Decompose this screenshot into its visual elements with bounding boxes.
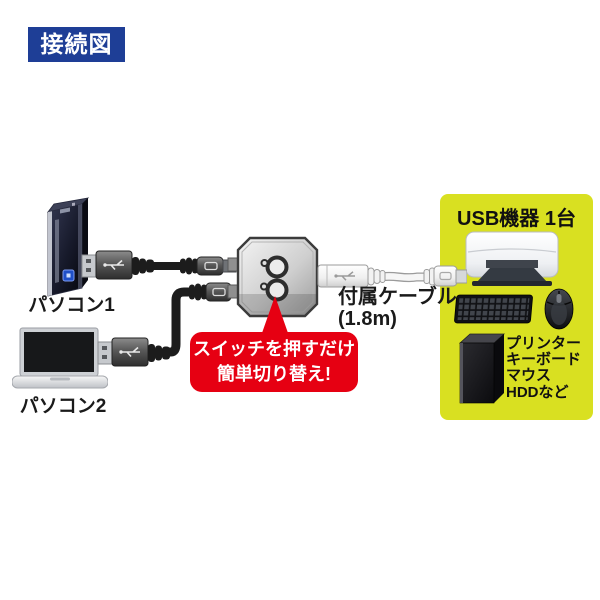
usb-a-metal-tip [81, 254, 97, 278]
usb-trident-icon [334, 271, 355, 281]
mouse-icon [544, 288, 574, 330]
hdd-icon [458, 333, 506, 404]
device-item: プリンター [506, 335, 582, 352]
usb-trident-icon [119, 346, 140, 358]
cable-label: 付属ケーブル (1.8m) [338, 286, 478, 330]
printer-icon [465, 231, 559, 286]
callout-arrow [262, 296, 288, 333]
usb-devices-title: USB機器 1台 [457, 208, 576, 230]
device-item: キーボード [506, 351, 582, 369]
cable-label-line1: 付属ケーブル [338, 286, 457, 308]
cable-label-line2: (1.8m) [338, 307, 397, 330]
device-item: HDDなど [506, 383, 569, 401]
mini-usb-plug [433, 265, 458, 287]
pc1-label: パソコン1 [28, 295, 115, 316]
callout-line1: スイッチを押すだけ [193, 339, 355, 359]
pc2-label: パソコン2 [19, 396, 107, 417]
cable-strain-relief [367, 267, 386, 286]
mini-usb-plug [196, 256, 224, 276]
usb-trident-icon [103, 259, 124, 271]
usb-cable-pc1 [81, 250, 237, 280]
mini-usb-port-1 [227, 257, 239, 272]
mini-usb-port-2 [227, 284, 239, 299]
device-item: マウス [506, 367, 552, 385]
desktop-pc-icon [47, 197, 90, 297]
switch-button-1 [260, 255, 289, 279]
included-cable-image [317, 264, 467, 288]
callout-line2: 簡単切り替え! [217, 364, 331, 384]
title-badge: 接続図 [28, 27, 125, 62]
device-list: プリンター キーボード マウス HDDなど [506, 335, 590, 401]
callout-bubble: スイッチを押すだけ 簡単切り替え! [190, 332, 358, 392]
cable-strain-relief [148, 344, 170, 362]
laptop-icon [12, 327, 108, 389]
usb-devices-panel: USB機器 1台 [440, 194, 593, 420]
keyboard-icon [454, 294, 533, 324]
switch-button-2 [260, 278, 289, 302]
usb-cable-pc2 [97, 282, 244, 367]
usb-a-metal-tip [97, 341, 113, 365]
